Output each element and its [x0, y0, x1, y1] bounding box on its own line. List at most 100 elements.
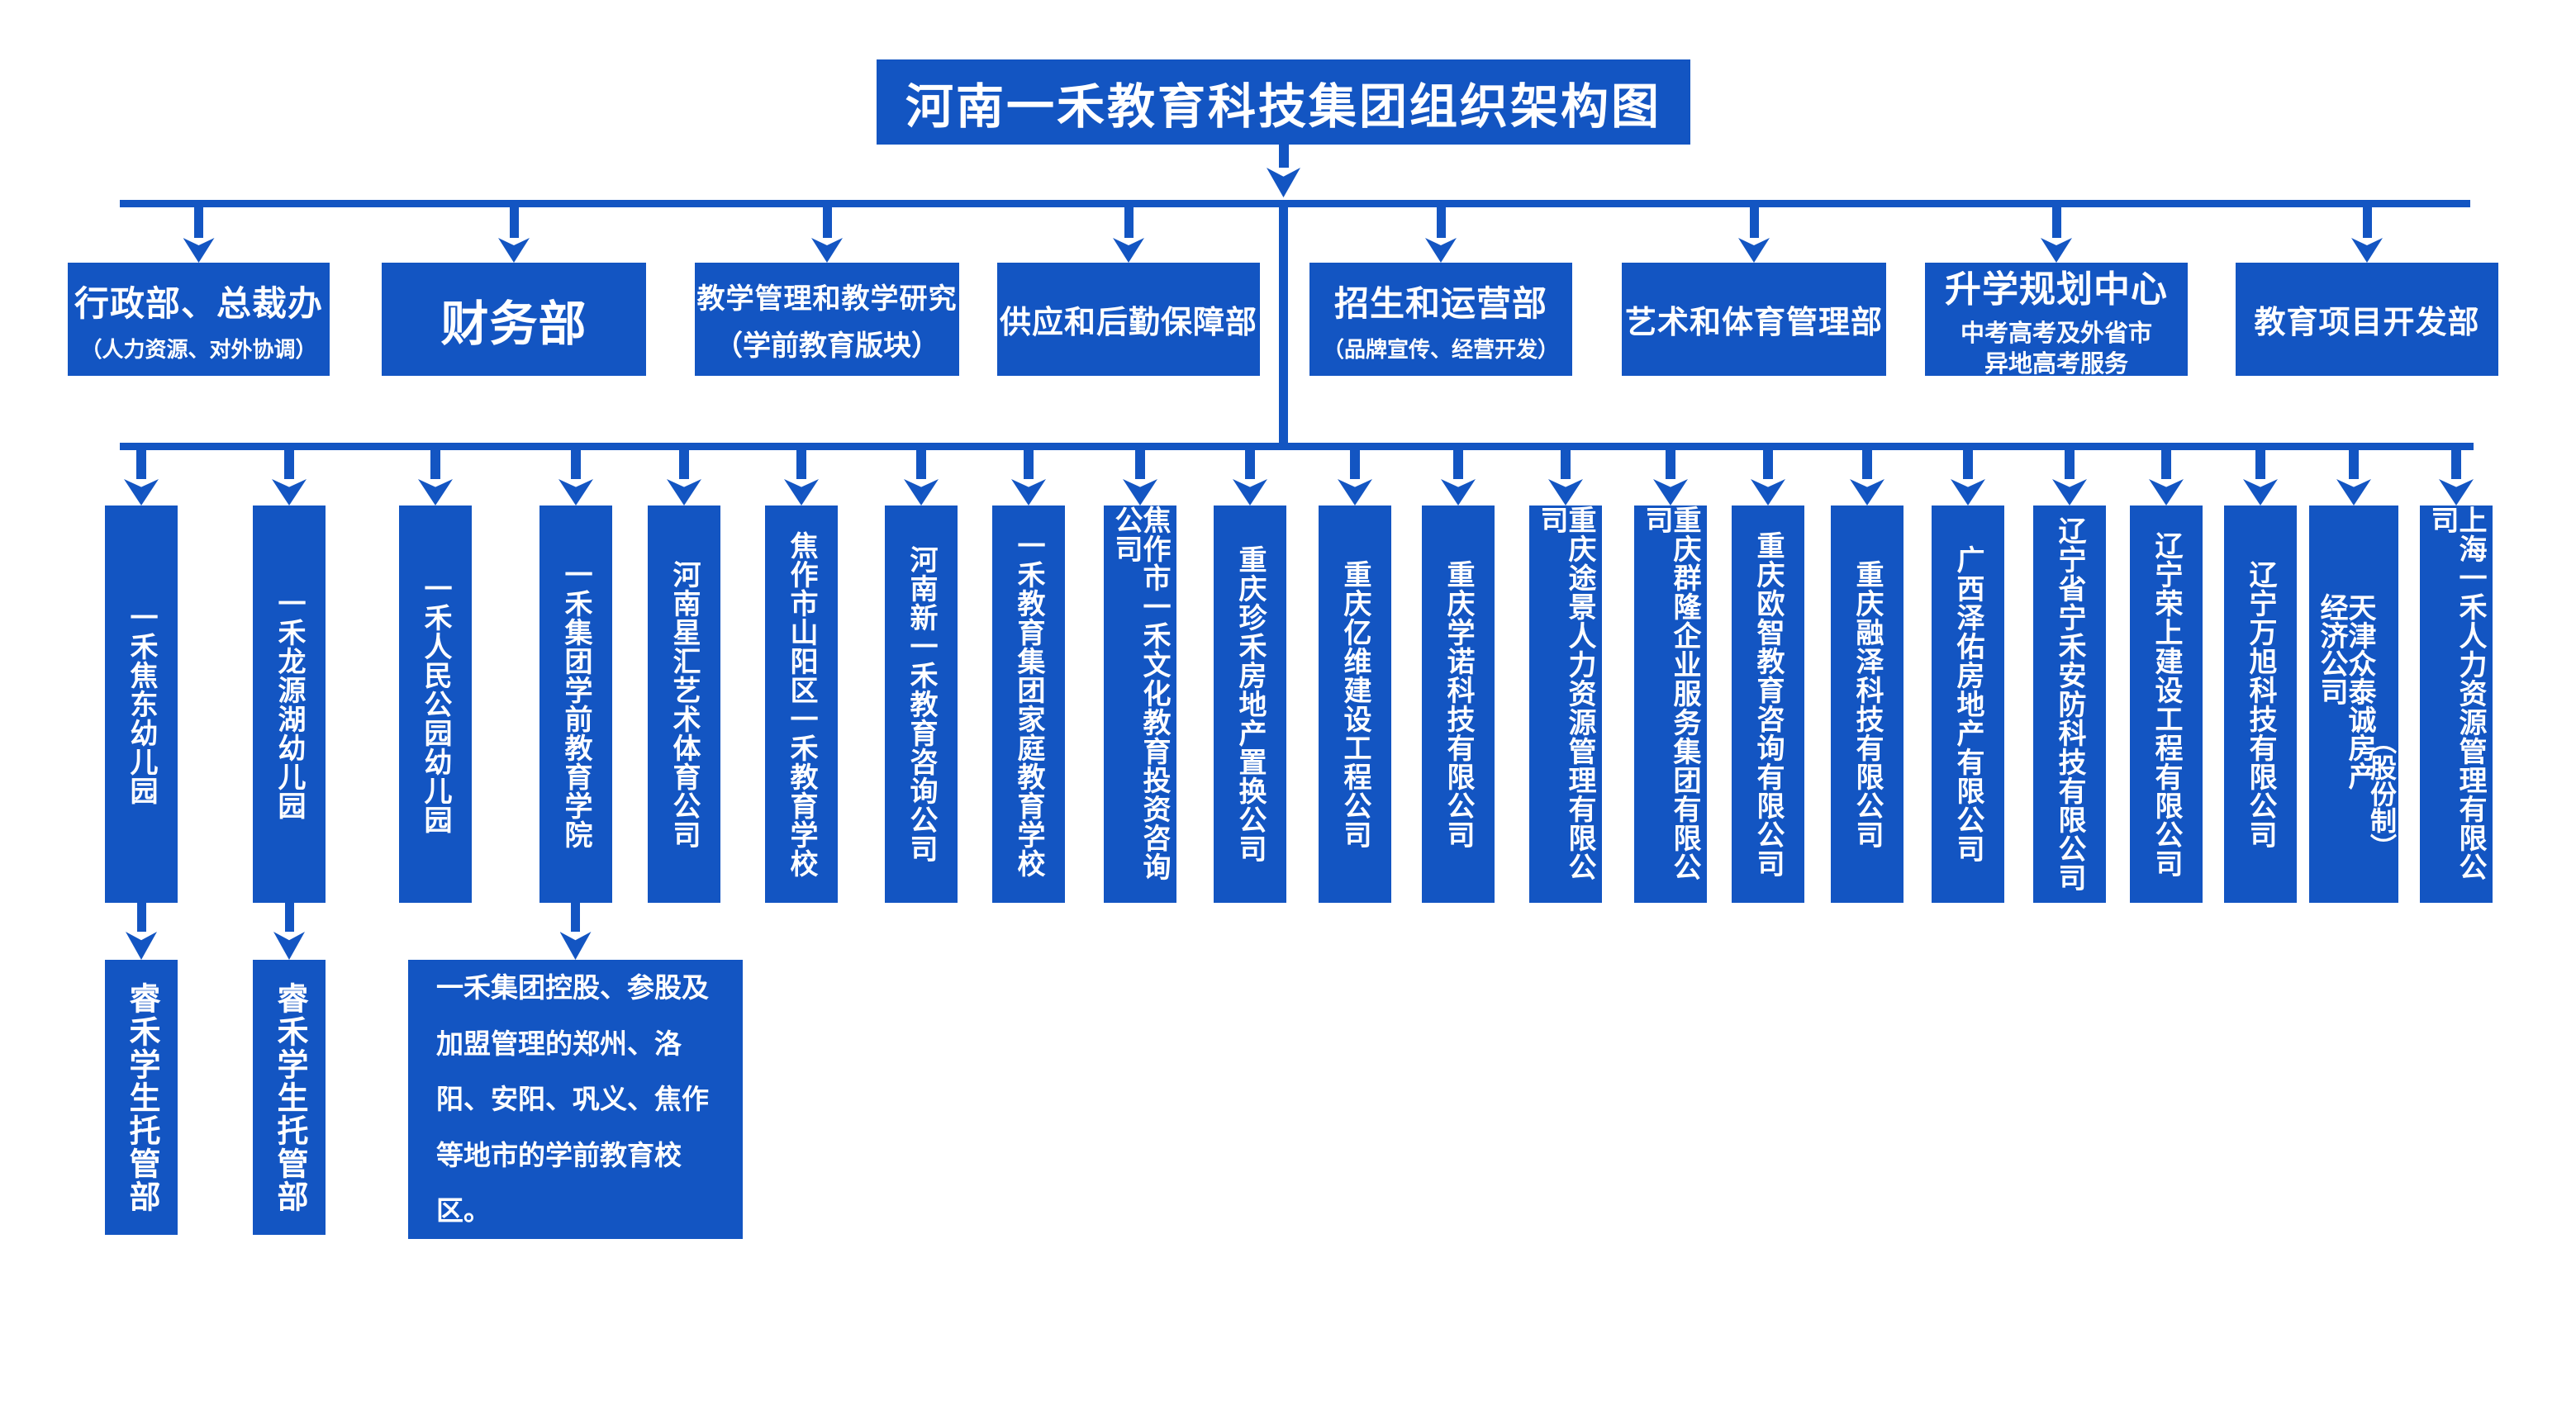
company-cell: 焦作市山阳区一禾教育学校 — [765, 450, 838, 903]
company-box: 一禾人民公园幼儿园 — [399, 506, 472, 903]
connector-arrow-icon — [126, 903, 157, 960]
department-name: 供应和后勤保障部 — [999, 306, 1257, 340]
company-name: 一禾集团学前教育学院 — [560, 559, 592, 849]
department-cell: 教育项目开发部 — [2236, 207, 2498, 376]
connector-arrow-icon — [418, 450, 453, 506]
connector-arrow-icon — [1738, 207, 1770, 263]
company-box: 河南星汇艺术体育公司 — [648, 506, 720, 903]
company-name: 重庆融泽科技有限公司 — [1851, 559, 1883, 849]
company-name: 重庆途景人力资源管理有限公司 — [1536, 506, 1595, 881]
department-subtitle: （品牌宣传、经营开发） — [1322, 336, 1559, 362]
connector-arrow-icon — [1850, 450, 1884, 506]
company-cell: 一禾龙源湖幼儿园 — [253, 450, 326, 903]
connector-arrow-icon — [2336, 450, 2371, 506]
company-box: 广西泽佑房地产有限公司 — [1932, 506, 2004, 903]
connector-arrow-icon — [1653, 450, 1688, 506]
connector-arrow-icon — [273, 903, 305, 960]
company-box: 一禾龙源湖幼儿园 — [253, 506, 326, 903]
company-cell: 重庆珍禾房地产置换公司 — [1214, 450, 1286, 903]
company-name: 河南新一禾教育咨询公司 — [905, 545, 937, 863]
department-name: 艺术和体育管理部 — [1624, 306, 1883, 340]
company-box: 焦作市一禾文化教育投资咨询公司 — [1104, 506, 1176, 903]
sub-unit-name: 睿禾学生托管部 — [272, 981, 307, 1213]
company-box: 重庆欧智教育咨询有限公司 — [1732, 506, 1804, 903]
connector-rail-top — [120, 200, 2470, 207]
company-box: 河南新一禾教育咨询公司 — [885, 506, 958, 903]
connector-arrow-icon — [1425, 207, 1457, 263]
company-name: 广西泽佑房地产有限公司 — [1952, 545, 1984, 863]
department-cell: 行政部、总裁办 （人力资源、对外协调） — [68, 207, 330, 376]
company-cell: 辽宁荣上建设工程有限公司 — [2130, 450, 2203, 903]
arrowhead-icon — [1267, 168, 1300, 197]
company-name: 焦作市山阳区一禾教育学校 — [786, 530, 817, 878]
company-cell: 一禾集团学前教育学院 — [539, 450, 612, 903]
connector-arrow-icon — [904, 450, 939, 506]
company-cell: 一禾人民公园幼儿园 — [399, 450, 472, 903]
connector-arrow-icon — [1113, 207, 1144, 263]
connector-stem — [1278, 145, 1289, 168]
chart-title: 河南一禾教育科技集团组织架构图 — [905, 79, 1661, 134]
sub-unit-cell: 睿禾学生托管部 — [105, 903, 178, 1235]
company-box: 一禾焦东幼儿园 — [105, 506, 178, 903]
department-cell: 升学规划中心 中考高考及外省市异地高考服务 — [1925, 207, 2188, 377]
company-cell: 上海一禾人力资源管理有限公司 — [2420, 450, 2493, 903]
company-name: 辽宁省宁禾安防科技有限公司 — [2054, 516, 2085, 892]
connector-arrow-icon — [124, 450, 159, 506]
company-box: 一禾集团学前教育学院 — [539, 506, 612, 903]
connector-arrow-icon — [2439, 450, 2474, 506]
company-cell: 重庆学诺科技有限公司 — [1422, 450, 1495, 903]
company-cell: 辽宁万旭科技有限公司 — [2224, 450, 2297, 903]
company-cell: 重庆融泽科技有限公司 — [1831, 450, 1903, 903]
department-name: 教育项目开发部 — [2254, 306, 2480, 340]
department-subtitle: 中考高考及外省市异地高考服务 — [1960, 320, 2152, 377]
department-box: 教学管理和教学研究 （学前教育版块） — [695, 263, 959, 376]
department-name: 行政部、总裁办 — [74, 283, 323, 323]
connector-center-line — [1279, 203, 1288, 450]
company-cell: 重庆群隆企业服务集团有限公司 — [1634, 450, 1707, 903]
department-cell: 艺术和体育管理部 — [1622, 207, 1886, 376]
connector-arrow-icon — [558, 450, 593, 506]
chart-title-box: 河南一禾教育科技集团组织架构图 — [877, 59, 1690, 145]
department-cell: 教学管理和教学研究 （学前教育版块） — [695, 207, 959, 376]
department-cell: 供应和后勤保障部 — [997, 207, 1260, 376]
connector-arrow-icon — [784, 450, 819, 506]
company-box: 重庆融泽科技有限公司 — [1831, 506, 1903, 903]
company-cell: 重庆途景人力资源管理有限公司 — [1529, 450, 1602, 903]
sub-unit-box: 睿禾学生托管部 — [253, 960, 326, 1235]
company-box: 重庆学诺科技有限公司 — [1422, 506, 1495, 903]
company-box: 重庆群隆企业服务集团有限公司 — [1634, 506, 1707, 903]
department-cell: 财务部 — [382, 207, 646, 376]
sub-unit-cell: 睿禾学生托管部 — [253, 903, 326, 1235]
connector-arrow-icon — [1338, 450, 1372, 506]
connector-arrow-icon — [2243, 450, 2278, 506]
connector-arrow-icon — [559, 903, 592, 960]
department-name: 招生和运营部 — [1333, 283, 1547, 323]
company-name: 辽宁万旭科技有限公司 — [2245, 559, 2276, 849]
connector-arrow-icon — [1011, 450, 1046, 506]
connector-arrow-icon — [811, 207, 843, 263]
company-box: 辽宁荣上建设工程有限公司 — [2130, 506, 2203, 903]
department-box: 招生和运营部 （品牌宣传、经营开发） — [1309, 263, 1572, 376]
company-name: 一禾教育集团家庭教育学校 — [1013, 530, 1044, 878]
company-cell: 河南新一禾教育咨询公司 — [885, 450, 958, 903]
company-box: 上海一禾人力资源管理有限公司 — [2420, 506, 2493, 903]
department-box: 行政部、总裁办 （人力资源、对外协调） — [68, 263, 330, 376]
connector-arrow-icon — [2351, 207, 2383, 263]
company-name: 一禾人民公园幼儿园 — [420, 574, 451, 834]
company-box: 一禾教育集团家庭教育学校 — [992, 506, 1065, 903]
company-box: 焦作市山阳区一禾教育学校 — [765, 506, 838, 903]
company-name: 焦作市一禾文化教育投资咨询公司 — [1110, 506, 1170, 881]
company-cell: 河南星汇艺术体育公司 — [648, 450, 720, 903]
connector-arrow-icon — [1548, 450, 1583, 506]
company-cell: 广西泽佑房地产有限公司 — [1932, 450, 2004, 903]
note-box: 一禾集团控股、参股及加盟管理的郑州、洛阳、安阳、巩义、焦作等地市的学前教育校区。 — [408, 960, 743, 1239]
company-box: 辽宁万旭科技有限公司 — [2224, 506, 2297, 903]
company-name: 天津众泰诚房产经济公司 — [2316, 592, 2375, 790]
department-name: 财务部 — [440, 297, 587, 351]
connector-rail-bottom — [120, 443, 2474, 450]
company-name: 重庆珍禾房地产置换公司 — [1234, 545, 1266, 863]
department-box: 财务部 — [382, 263, 646, 376]
company-box: 重庆亿维建设工程公司 — [1319, 506, 1391, 903]
department-name: 升学规划中心 — [1945, 269, 2168, 311]
sub-unit-name: 睿禾学生托管部 — [124, 981, 159, 1213]
